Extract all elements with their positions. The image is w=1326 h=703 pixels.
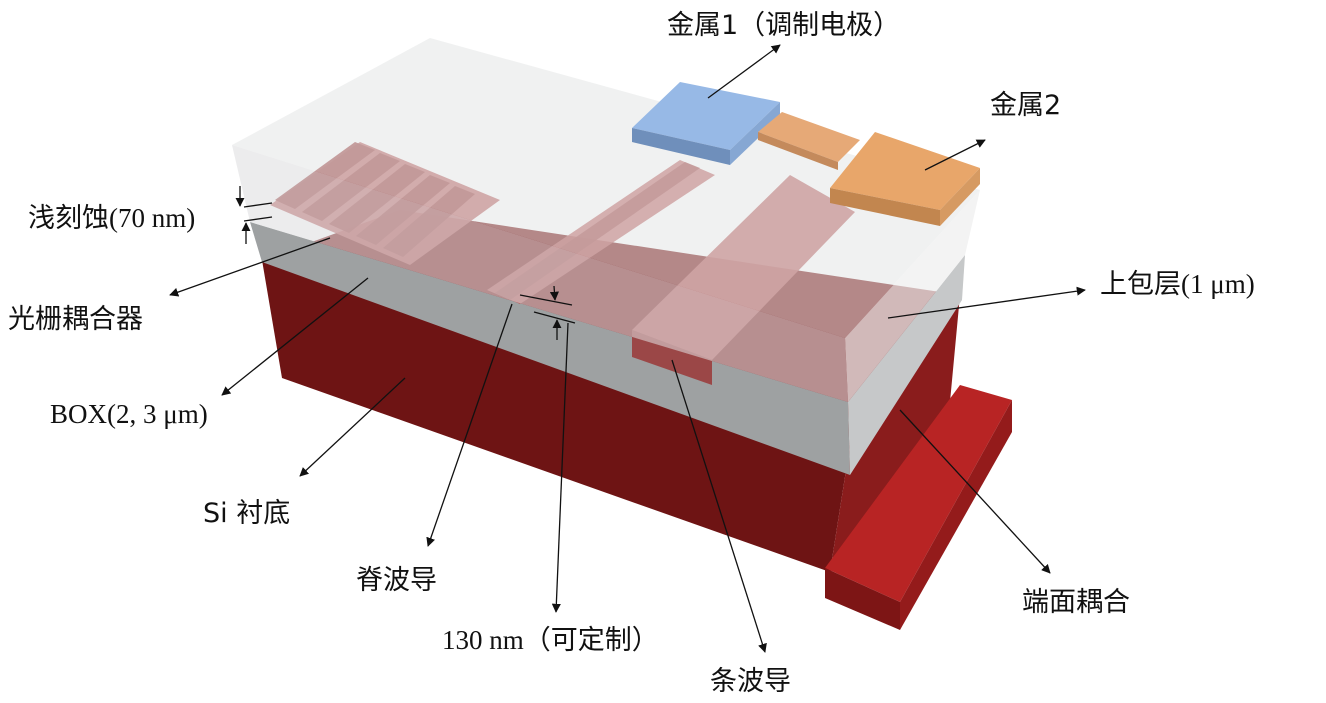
leader-ridge [426,303,513,547]
metal1-electrode [632,82,780,165]
leader-cladding [887,286,1086,319]
edge-coupler-block [825,385,1012,630]
strip-front [632,330,712,385]
upper-cladding [232,38,980,402]
box-layer [250,222,965,475]
metal2-pad-front [830,188,940,226]
edge-coupler-label: 端面耦合 [1022,587,1130,618]
metal1-side [730,102,780,165]
edge-coupler-side [900,400,1012,630]
metal1-front [632,128,730,165]
leader-substrate [299,377,406,477]
shallow-etch-label: 浅刻蚀(70 nm) [28,203,196,233]
metal2-label: 金属2 [990,90,1062,121]
cladding-top [232,38,980,338]
edge-coupler-top [825,385,1012,602]
ridge-height-label: 130 nm（可定制） [442,625,659,655]
strip-waveguide-label: 条波导 [710,666,791,697]
leader-grating [169,237,331,297]
metal1-top [632,82,780,150]
ridge-waveguide-label: 脊波导 [356,565,437,596]
metal2-bar-top [758,112,860,162]
substrate-front [262,260,850,572]
grating-coupler-label: 光栅耦合器 [8,304,143,335]
substrate-label: Si 衬底 [203,498,291,529]
tick-ridge-height-top [549,285,559,301]
leader-lines [169,44,1086,653]
substrate-side [830,295,960,572]
metal2-pad-top [830,132,980,210]
leader-strip [671,359,767,653]
leader-metal1 [707,44,781,99]
leader-ridge-height [551,322,569,613]
leader-metal2 [924,139,986,171]
upper-cladding-label: 上包层(1 μm) [1100,269,1255,299]
leader-edge-coupler [899,409,1051,574]
metal2-pad-side [940,168,980,226]
cladding-side [845,190,980,402]
box-side [848,255,965,475]
edge-coupler-front [825,568,900,630]
leader-ridge-height-top [519,294,573,306]
leader-shallow-etch-bottom [243,216,273,222]
metal1-label: 金属1（调制电极） [667,10,901,41]
cladding-front [232,145,848,402]
metal2-bar-front [758,132,838,170]
box-front [250,222,850,475]
leader-ridge-height-bottom [533,311,576,324]
leader-box [221,277,369,396]
box-label: BOX(2, 3 μm) [50,399,208,429]
metal2-electrode [758,112,980,226]
leader-shallow-etch-top [243,202,273,208]
